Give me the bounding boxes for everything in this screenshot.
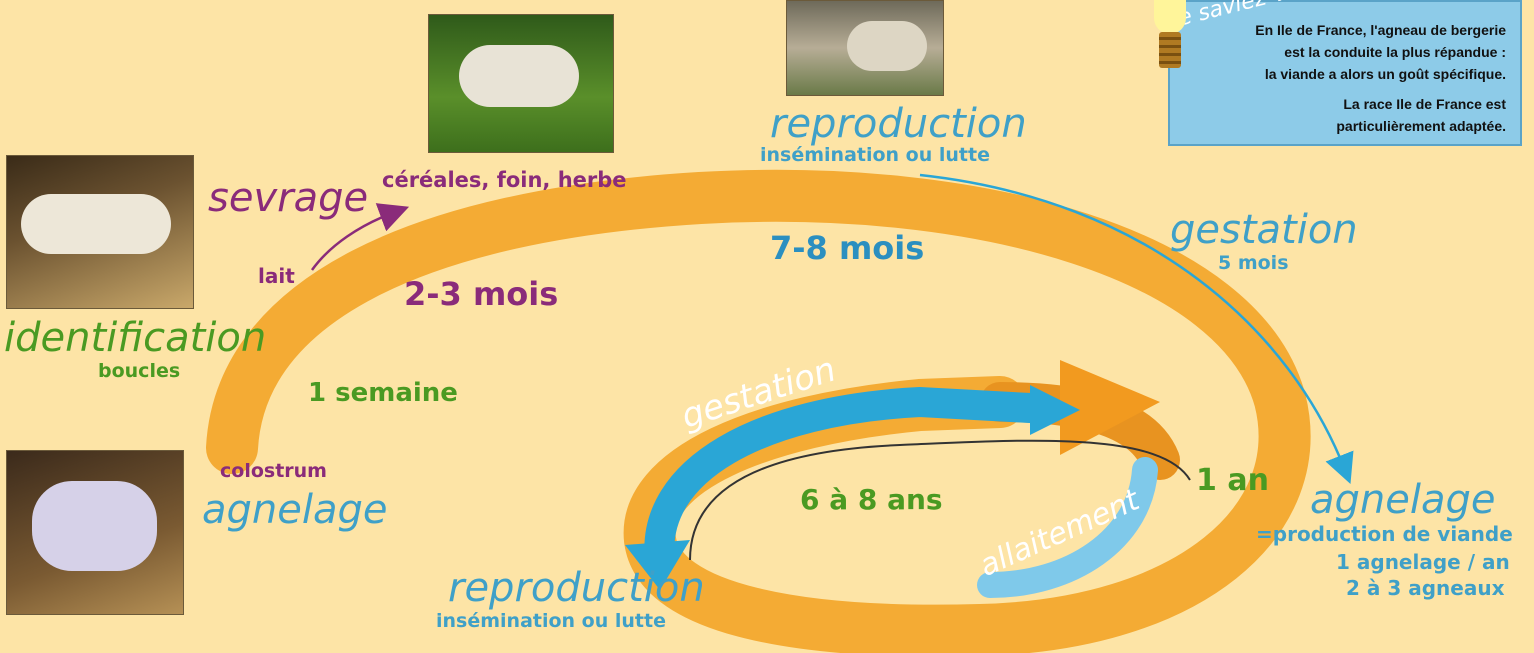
info-line-5: particulièrement adaptée. (1336, 118, 1506, 134)
label-colostrum: colostrum (220, 462, 327, 481)
label-agnelage-left: agnelage (202, 490, 388, 530)
label-reproduction-bottom: reproduction (448, 568, 705, 608)
duration-2-3-mois: 2-3 mois (404, 278, 558, 310)
label-agnelage-right-sub2: 1 agnelage / an (1336, 552, 1510, 572)
lightbulb-icon (1150, 0, 1190, 80)
label-lait: lait (258, 266, 295, 286)
label-agnelage-right: agnelage (1310, 480, 1496, 520)
photo-lambs-sleeping (6, 155, 194, 309)
label-sevrage: sevrage (208, 178, 368, 218)
label-reproduction-top: reproduction (770, 104, 1027, 144)
photo-ram-flock (786, 0, 944, 96)
label-identification: identification (4, 318, 266, 358)
label-feed: céréales, foin, herbe (382, 170, 627, 191)
label-reproduction-top-sub: insémination ou lutte (760, 146, 990, 165)
label-gestation-right: gestation (1170, 210, 1358, 250)
info-line-1: En Ile de France, l'agneau de bergerie (1255, 22, 1506, 38)
label-gestation-right-sub: 5 mois (1218, 254, 1289, 273)
duration-1-semaine: 1 semaine (308, 380, 458, 406)
photo-lamb-grazing (428, 14, 614, 153)
photo-newborn-lamb (6, 450, 184, 615)
label-agnelage-right-sub1: =production de viande (1256, 524, 1513, 544)
info-line-3: la viande a alors un goût spécifique. (1265, 66, 1506, 82)
label-reproduction-bottom-sub: insémination ou lutte (436, 612, 666, 631)
info-line-4: La race Ile de France est (1343, 96, 1506, 112)
duration-6-8-ans: 6 à 8 ans (800, 486, 943, 514)
label-identification-sub: boucles (98, 362, 180, 381)
info-line-2: est la conduite la plus répandue : (1284, 44, 1506, 60)
info-box: Le saviez-vous ? En Ile de France, l'agn… (1168, 0, 1522, 146)
duration-7-8-mois: 7-8 mois (770, 232, 924, 264)
label-agnelage-right-sub3: 2 à 3 agneaux (1346, 578, 1504, 598)
duration-1-an: 1 an (1196, 466, 1269, 496)
